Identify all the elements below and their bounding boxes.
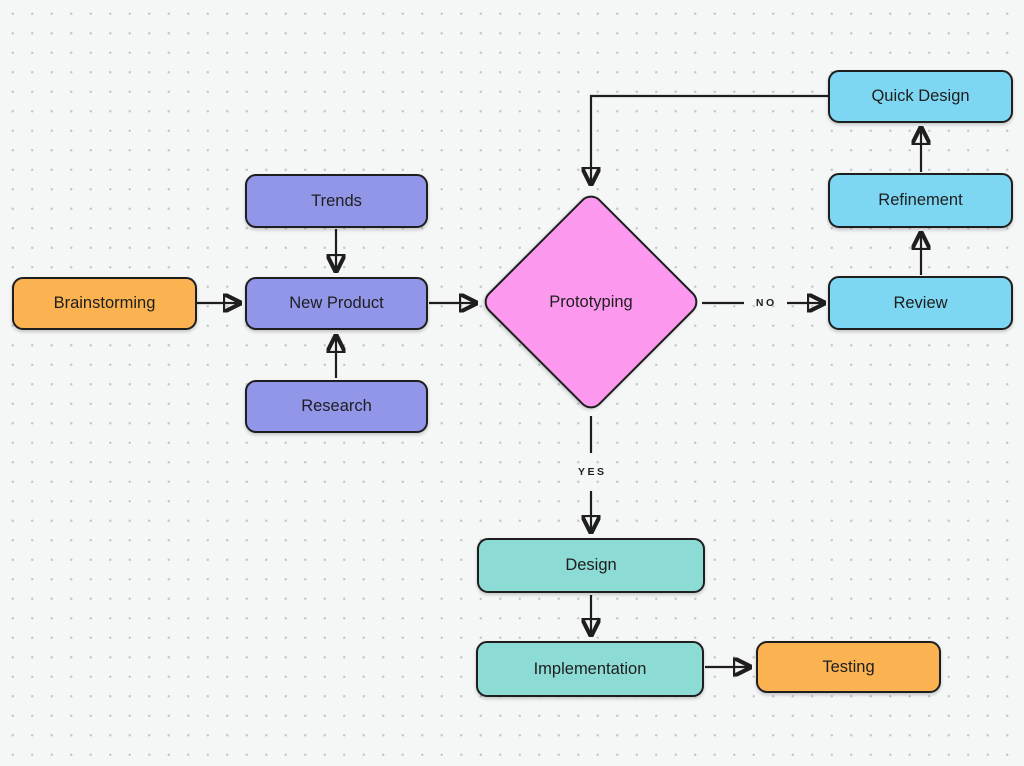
node-review-label: Review: [893, 293, 948, 312]
edge-quickdesign-to-prototyping[interactable]: [591, 94, 828, 183]
node-design-label: Design: [565, 556, 617, 574]
node-refinement[interactable]: Refinement: [828, 173, 1013, 228]
node-prototyping[interactable]: Prototyping: [479, 190, 703, 414]
node-quick-design-label: Quick Design: [871, 87, 970, 105]
node-new-product[interactable]: New Product: [245, 277, 428, 330]
node-review[interactable]: Review: [828, 276, 1013, 330]
node-research[interactable]: Research: [245, 380, 428, 433]
node-implementation-label: Implementation: [533, 659, 647, 678]
diamond-shape: [479, 190, 703, 414]
edge-label-yes[interactable]: YES: [577, 466, 607, 478]
node-refinement-label: Refinement: [878, 191, 963, 209]
edge-label-no[interactable]: NO: [755, 297, 777, 309]
node-trends[interactable]: Trends: [245, 174, 428, 228]
node-new-product-label: New Product: [289, 294, 384, 312]
node-brainstorming[interactable]: Brainstorming: [12, 277, 197, 330]
node-brainstorming-label: Brainstorming: [53, 294, 156, 312]
node-testing[interactable]: Testing: [756, 641, 941, 693]
node-design[interactable]: Design: [477, 538, 705, 593]
node-implementation[interactable]: Implementation: [476, 641, 704, 697]
node-trends-label: Trends: [311, 191, 362, 210]
node-research-label: Research: [301, 397, 372, 415]
node-testing-label: Testing: [822, 657, 875, 676]
node-quick-design[interactable]: Quick Design: [828, 70, 1013, 123]
